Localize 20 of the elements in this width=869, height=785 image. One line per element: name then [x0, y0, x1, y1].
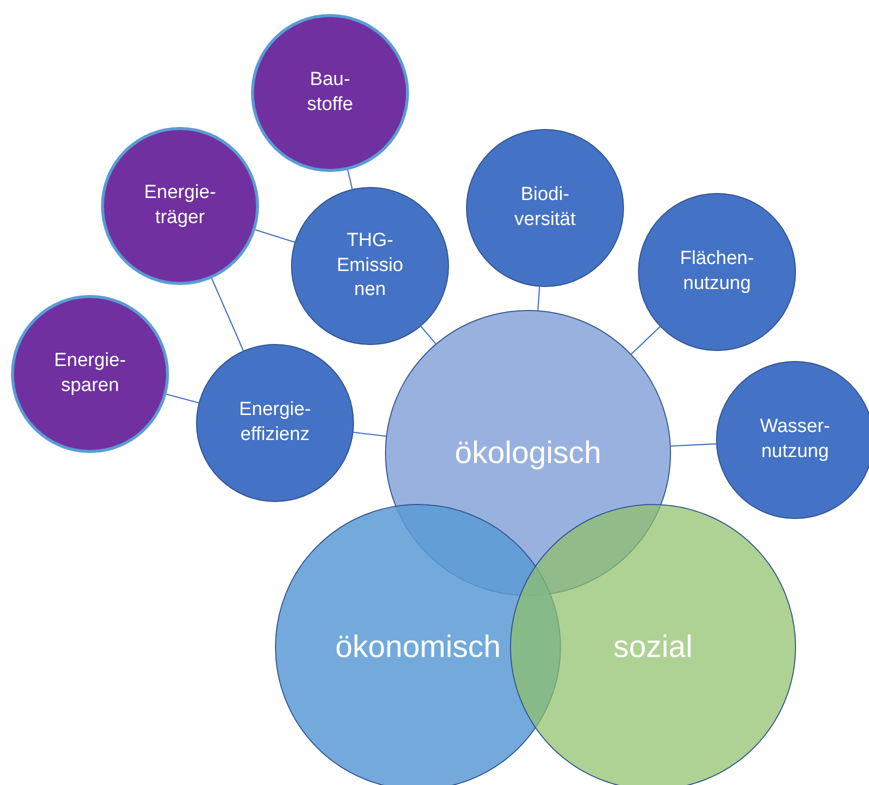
connector-line [255, 229, 295, 243]
connector-line [353, 432, 386, 437]
connector-line [420, 326, 436, 344]
connector-line [166, 394, 199, 404]
node-label: Energie- träger [144, 181, 216, 230]
node-label: Biodi- versität [514, 183, 576, 232]
node-label: Flächen- nutzung [680, 247, 754, 296]
connector-line [670, 443, 716, 447]
node-label: Energie- effizienz [239, 398, 311, 447]
node-label: Bau- stoffe [306, 68, 354, 117]
node-label: sozial [613, 628, 693, 666]
connector-line [347, 170, 353, 190]
node-label: ökonomisch [335, 628, 501, 666]
node-label: Wasser- nutzung [760, 415, 830, 464]
connector-line [537, 286, 540, 310]
node-label: ökologisch [454, 434, 602, 472]
node-label: THG- Emissio nen [336, 228, 404, 302]
connector-line [211, 278, 244, 351]
connector-line [630, 326, 660, 355]
node-label: Energie- sparen [54, 349, 126, 398]
